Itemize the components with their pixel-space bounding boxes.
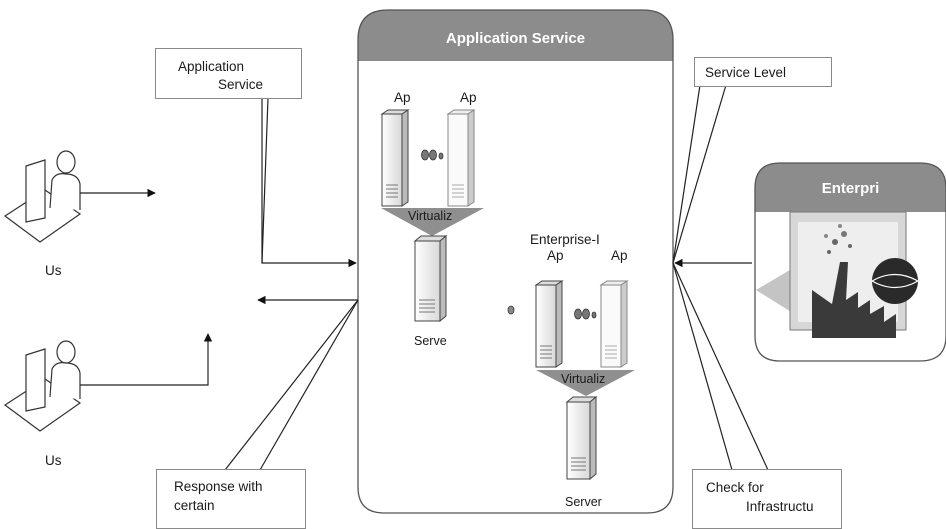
enterprise-group-label: Enterprise-I: [530, 232, 600, 247]
callout-service-level-line1: Service Level: [705, 65, 787, 80]
enterprise-title: Enterpri: [821, 180, 880, 197]
callout-response: Response with certain: [156, 469, 306, 529]
right-virtualization-label: Virtualiz: [561, 372, 606, 386]
right-app-label-1: Ap: [547, 248, 564, 263]
right-app-label-2: Ap: [611, 248, 628, 263]
right-app-server-1-icon: [534, 280, 564, 368]
callout-check: Check for Infrastructu: [692, 469, 842, 529]
user-bottom-response-arrow: [80, 333, 213, 386]
user-bottom-icon: [3, 340, 82, 432]
enterprise-panel: [754, 162, 946, 362]
callout-check-line2: Infrastructu: [746, 499, 814, 514]
right-ellipsis-dots-icon: [574, 308, 597, 320]
right-app-server-2-icon: [599, 280, 629, 368]
user-top-icon: [3, 150, 82, 243]
callout-response-line2: certain: [174, 498, 215, 513]
user-bottom-label: Us: [45, 453, 62, 468]
callout-check-line1: Check for: [706, 480, 764, 495]
right-server-label: Server: [565, 495, 602, 509]
right-physical-server-icon: [565, 395, 598, 481]
left-ellipsis-dots-icon: [421, 149, 444, 161]
left-server-label: Serve: [414, 334, 447, 348]
separator-dot-icon: [507, 305, 515, 315]
right-virtualization-funnel: [536, 370, 635, 396]
application-service-panel: [357, 9, 674, 514]
callout-service-level: Service Level: [694, 57, 832, 87]
application-service-header: [358, 10, 673, 61]
application-service-request-arrow: [240, 97, 357, 268]
user-top-label: Us: [45, 263, 62, 278]
left-app-server-1-icon: [380, 109, 410, 207]
left-virtualization-label: Virtualiz: [408, 209, 453, 223]
left-app-label-2: Ap: [460, 90, 477, 105]
left-virtualization-funnel: [381, 208, 484, 236]
callout-response-line1: Response with: [174, 479, 263, 494]
left-app-server-2-icon: [446, 109, 476, 207]
factory-illustration-icon: [756, 211, 919, 338]
application-service-title: Application Service: [445, 30, 586, 47]
callout-application-service: Application Service: [155, 48, 302, 99]
left-physical-server-icon: [413, 234, 448, 323]
callout-application-service-line1: Application: [178, 59, 245, 74]
left-app-label-1: Ap: [394, 90, 411, 105]
callout-application-service-line2: Service: [218, 77, 264, 92]
